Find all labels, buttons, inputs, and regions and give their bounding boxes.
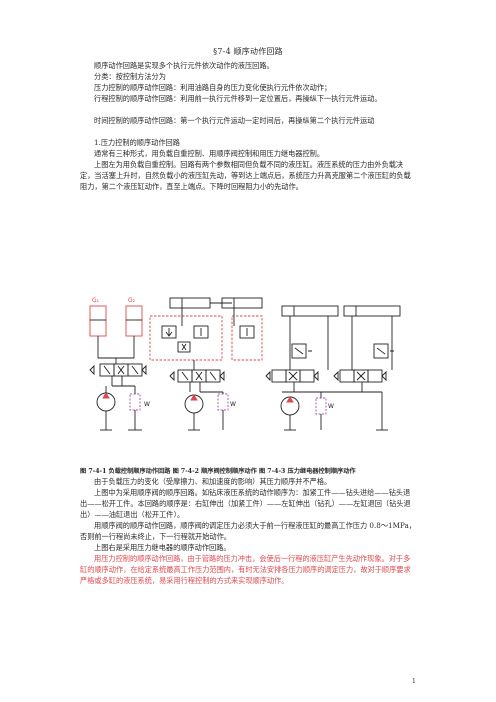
page-number: 1 [412,678,416,685]
para-stroke: 行程控制的顺序动作回路：利用前一执行元件移到一定位置后，再操纵下一执行元件运动。 [94,94,382,103]
label-w-3: W [328,403,334,410]
para-three-forms: 通常有三种形式，用负载自重控制、用顺序阀控制和用压力继电器控制。 [94,149,325,158]
para-order-not-strict: 由于负载压力的变化（受摩擦力、和加速度的影响）其压力顺序并不严格。 [94,477,332,486]
label-w-2: W [230,401,236,408]
para-warning: 用压力控制的顺序动作回路，由于管路的压力冲击，会使后一行程的液压缸产生先动作现象… [80,554,411,585]
para-classify: 分类：按控制方法分为 [94,72,166,81]
para-intro: 顺序动作回路是实现多个执行元件依次动作的液压回路。 [94,61,274,70]
subsection-heading: 1.压力控制的顺序动作回路 [94,138,180,147]
para-load-control: 上图左为用负载自重控制。回路有两个参数相同但负载不同的液压缸。液压系统的压力由外… [80,160,411,191]
para-setting-pressure: 用顺序阀的顺序动作回路，顺序阀的调定压力必须大于前一行程液压缸的最高工作压力 0… [80,521,416,541]
para-pressure: 压力控制的顺序动作回路：利用油路自身的压力变化使执行元件依次动作； [94,83,332,92]
para-pressure-relay: 上图右是采用压力继电器的顺序动作回路。 [94,543,231,552]
para-time: 时间控制的顺序动作回路：第一个执行元件运动一定时间后，再操纵第二个执行元件运动 [94,116,375,125]
label-g1: G₁ [92,297,100,304]
para-sequence-valve: 上图中为采用顺序阀的顺序回路。如钻床液压系统的动作顺序为：加紧工件——钻头进给—… [80,488,411,519]
hydraulic-circuit-diagram: G₁ G₂ W W W [89,297,401,431]
section-title: §7-4 顺序动作回路 [213,47,283,56]
figure-caption: 图 7-4-1 负载控制顺序动作回路 图 7-4-2 顺序阀控制顺序动作 图 7… [80,468,356,475]
label-g2: G₂ [128,297,136,304]
label-w-1: W [144,401,150,408]
